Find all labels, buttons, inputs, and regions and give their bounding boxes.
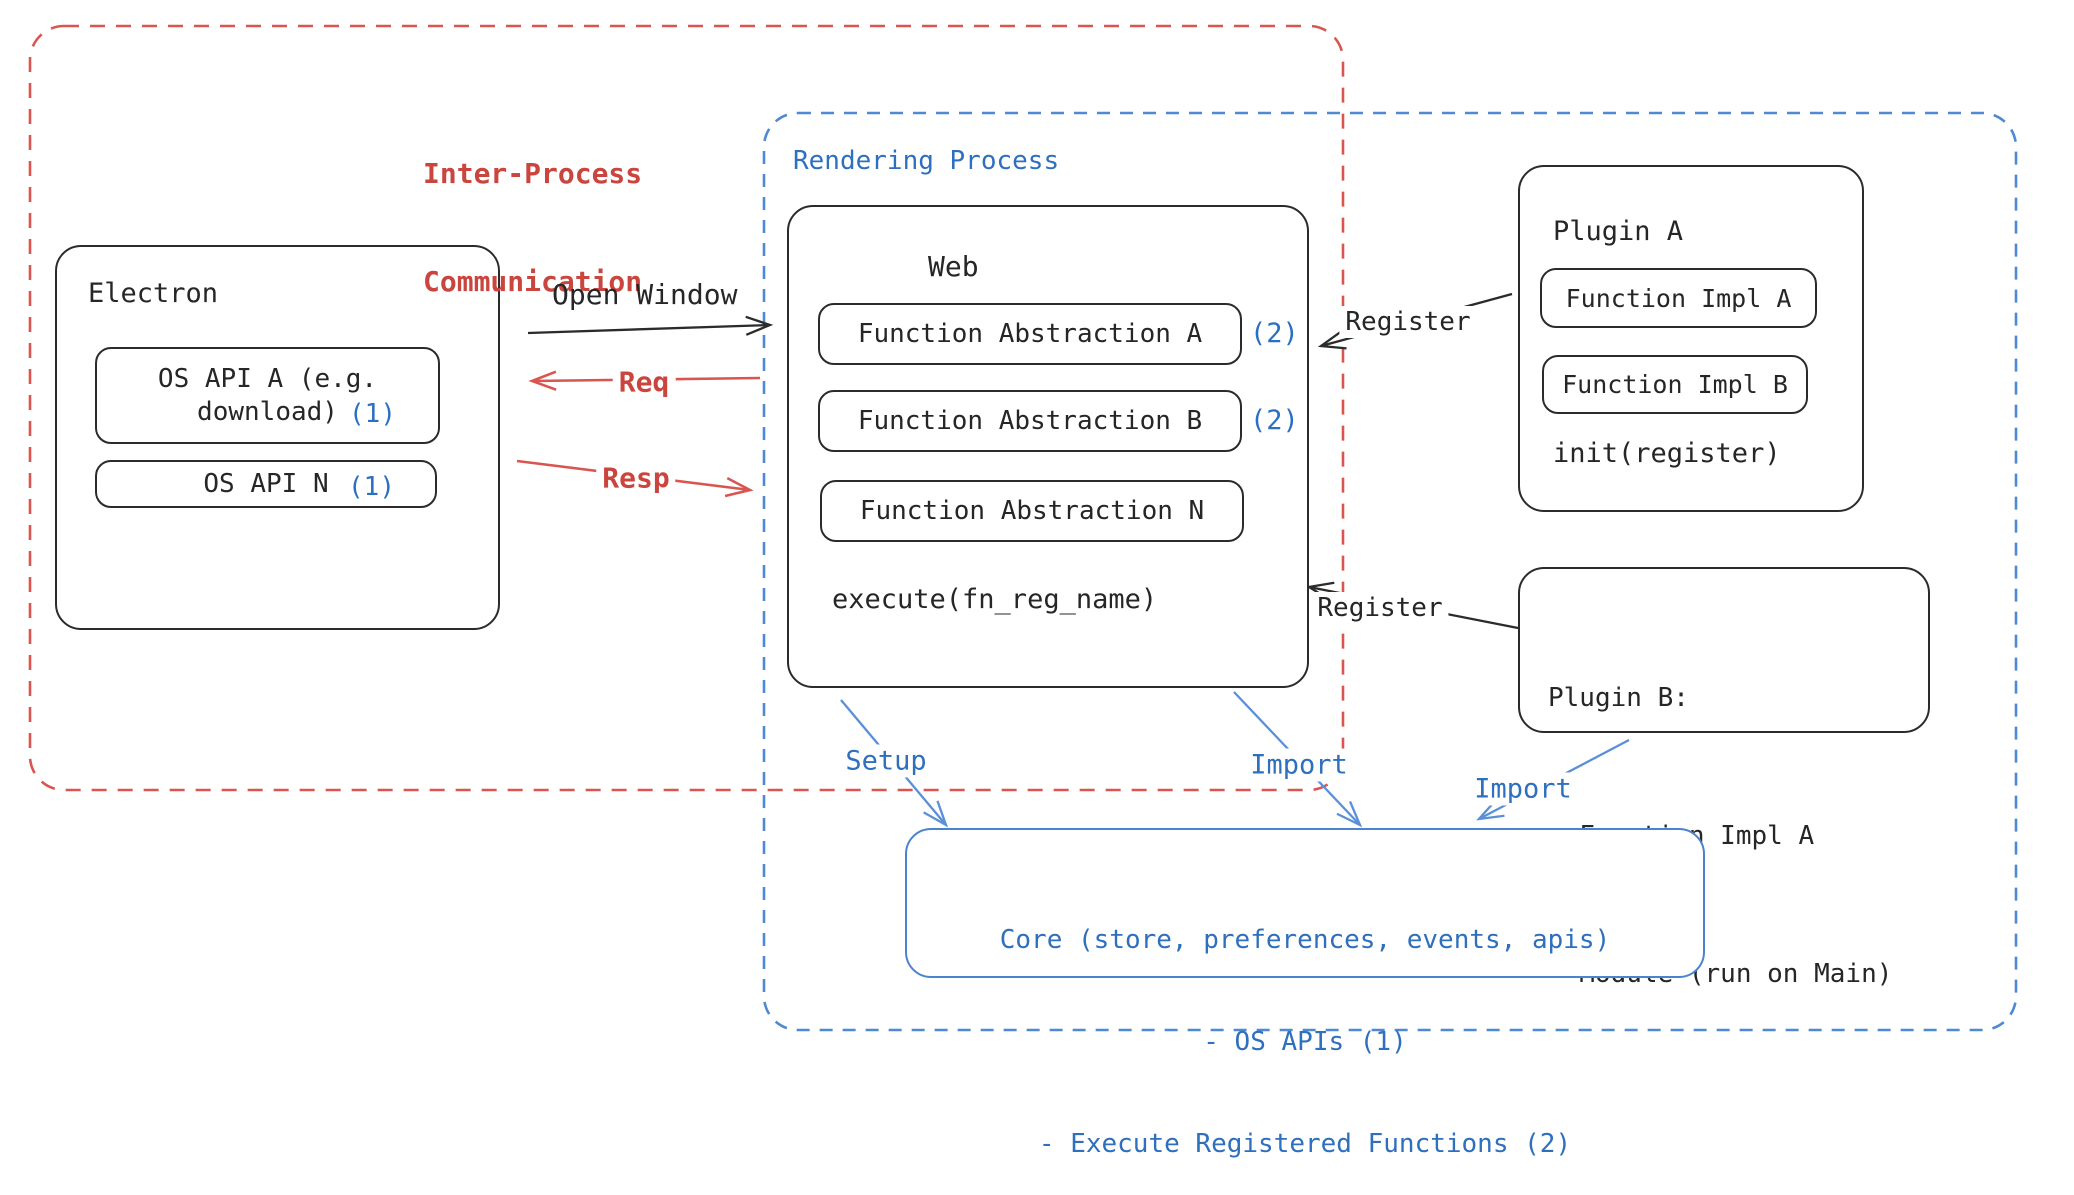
electron-title: Electron [88, 278, 219, 309]
os-api-n-box: OS API N (1) [95, 460, 437, 508]
init-register-label: init(register) [1553, 438, 1781, 469]
function-abstraction-a-badge: (2) [1250, 318, 1299, 349]
function-abstraction-n-box: Function Abstraction N [820, 480, 1244, 542]
plugin-a-box [1518, 165, 1864, 512]
core-title: Core (store, preferences, events, apis) [999, 925, 1611, 955]
ipc-label-line2: Communication [423, 265, 643, 298]
function-abstraction-a-box: Function Abstraction A [818, 303, 1242, 365]
rendering-process-boundary [762, 111, 2018, 1032]
rendering-process-label: Rendering Process [793, 146, 1060, 176]
core-item-os-apis: - OS APIs (1) [1203, 1027, 1407, 1057]
plugin-a-title: Plugin A [1553, 216, 1684, 247]
function-abstraction-b-box: Function Abstraction B [818, 390, 1242, 452]
ipc-group-label: Inter-Process Communication [423, 84, 642, 336]
resp-label: Resp [596, 460, 676, 496]
os-api-a-badge: (1) [349, 399, 396, 429]
function-impl-b-box: Function Impl B [1542, 355, 1808, 414]
function-abstraction-b-badge: (2) [1250, 405, 1299, 436]
req-label: Req [612, 364, 676, 400]
os-api-n-label: OS API N [203, 469, 329, 499]
open-window-arrow [527, 315, 774, 336]
execute-label: execute(fn_reg_name) [832, 584, 1158, 615]
os-api-n-badge: (1) [348, 472, 395, 502]
core-item-execute-registered: - Execute Registered Functions (2) [1038, 1129, 1572, 1159]
plugin-b-box: Plugin B: - Function Impl A - Module (ru… [1518, 567, 1930, 989]
os-api-a-box: OS API A (e.g. download) (1) [95, 347, 440, 444]
core-box: Core (store, preferences, events, apis) … [905, 828, 1705, 1159]
web-title: Web [928, 250, 979, 283]
os-api-a-line1: OS API A (e.g. [157, 363, 378, 394]
function-impl-a-box: Function Impl A [1540, 268, 1817, 328]
plugin-b-title: Plugin B: [1548, 683, 1689, 713]
register-top-label: Register [1339, 306, 1477, 338]
setup-label: Setup [839, 744, 933, 778]
register-bottom-label: Register [1311, 592, 1449, 624]
import-web-label: Import [1244, 748, 1354, 782]
import-plugin-label: Import [1468, 772, 1578, 806]
ipc-boundary [28, 24, 1345, 792]
open-window-label: Open Window [552, 278, 738, 311]
ipc-label-line1: Inter-Process [423, 157, 643, 190]
os-api-a-line2: download) [197, 396, 338, 427]
